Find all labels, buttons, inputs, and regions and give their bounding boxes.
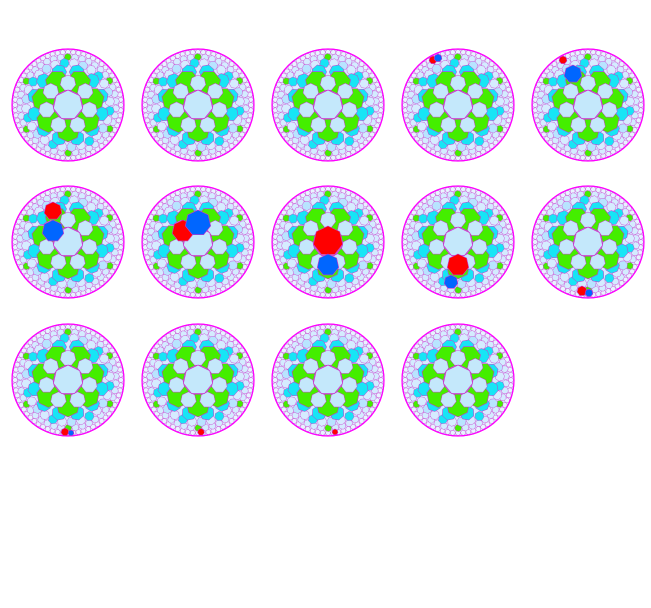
tiling-frame-3 [269,46,387,164]
tiling-frame-6 [9,183,127,301]
tiling-disk [271,185,385,299]
tiling-frame-12 [139,321,257,439]
tiling-frame-11 [9,321,127,439]
marker-blue-rim-ul2 [433,53,443,62]
tiling-frame-1 [9,46,127,164]
marker-blue-center-upper [185,209,211,236]
tiling-disk [531,48,645,162]
tiling-disk [401,323,515,437]
tiling-disk [11,185,125,299]
tiling-frame-14 [399,321,517,439]
marker-red-bottom-rim [576,285,588,296]
marker-blue-bottom-rim4 [67,429,75,436]
tiling-frame-2 [139,46,257,164]
tiling-frame-13 [269,321,387,439]
tiling-disk [141,185,255,299]
marker-red-bottom-rim3 [60,427,70,436]
tiling-frame-7 [139,183,257,301]
tiling-frame-8 [269,183,387,301]
marker-blue-top-cyan-left [563,64,583,83]
tiling-disk [271,323,385,437]
marker-blue-center-lower [316,253,340,276]
marker-red-top-cyan-left [43,201,63,220]
marker-blue-upper-left-green [41,219,65,242]
tiling-disk [531,185,645,299]
tiling-disk [141,48,255,162]
marker-red-center-lower [446,253,470,276]
tiling-disk [401,185,515,299]
tiling-disk [11,48,125,162]
tiling-frame-9 [399,183,517,301]
tiling-disk [141,323,255,437]
marker-red-rim-ul [558,55,568,64]
marker-blue-bottom-cyan [443,274,459,289]
tiling-frame-10 [529,183,647,301]
tiling-frame-5 [529,46,647,164]
marker-blue-bottom-rim2 [584,288,594,297]
marker-red-bottom-rim6 [331,428,339,435]
tiling-disk [401,48,515,162]
tiling-disk [271,48,385,162]
tiling-disk [11,323,125,437]
tiling-frame-4 [399,46,517,164]
marker-red-bottom-rim5 [197,428,205,436]
